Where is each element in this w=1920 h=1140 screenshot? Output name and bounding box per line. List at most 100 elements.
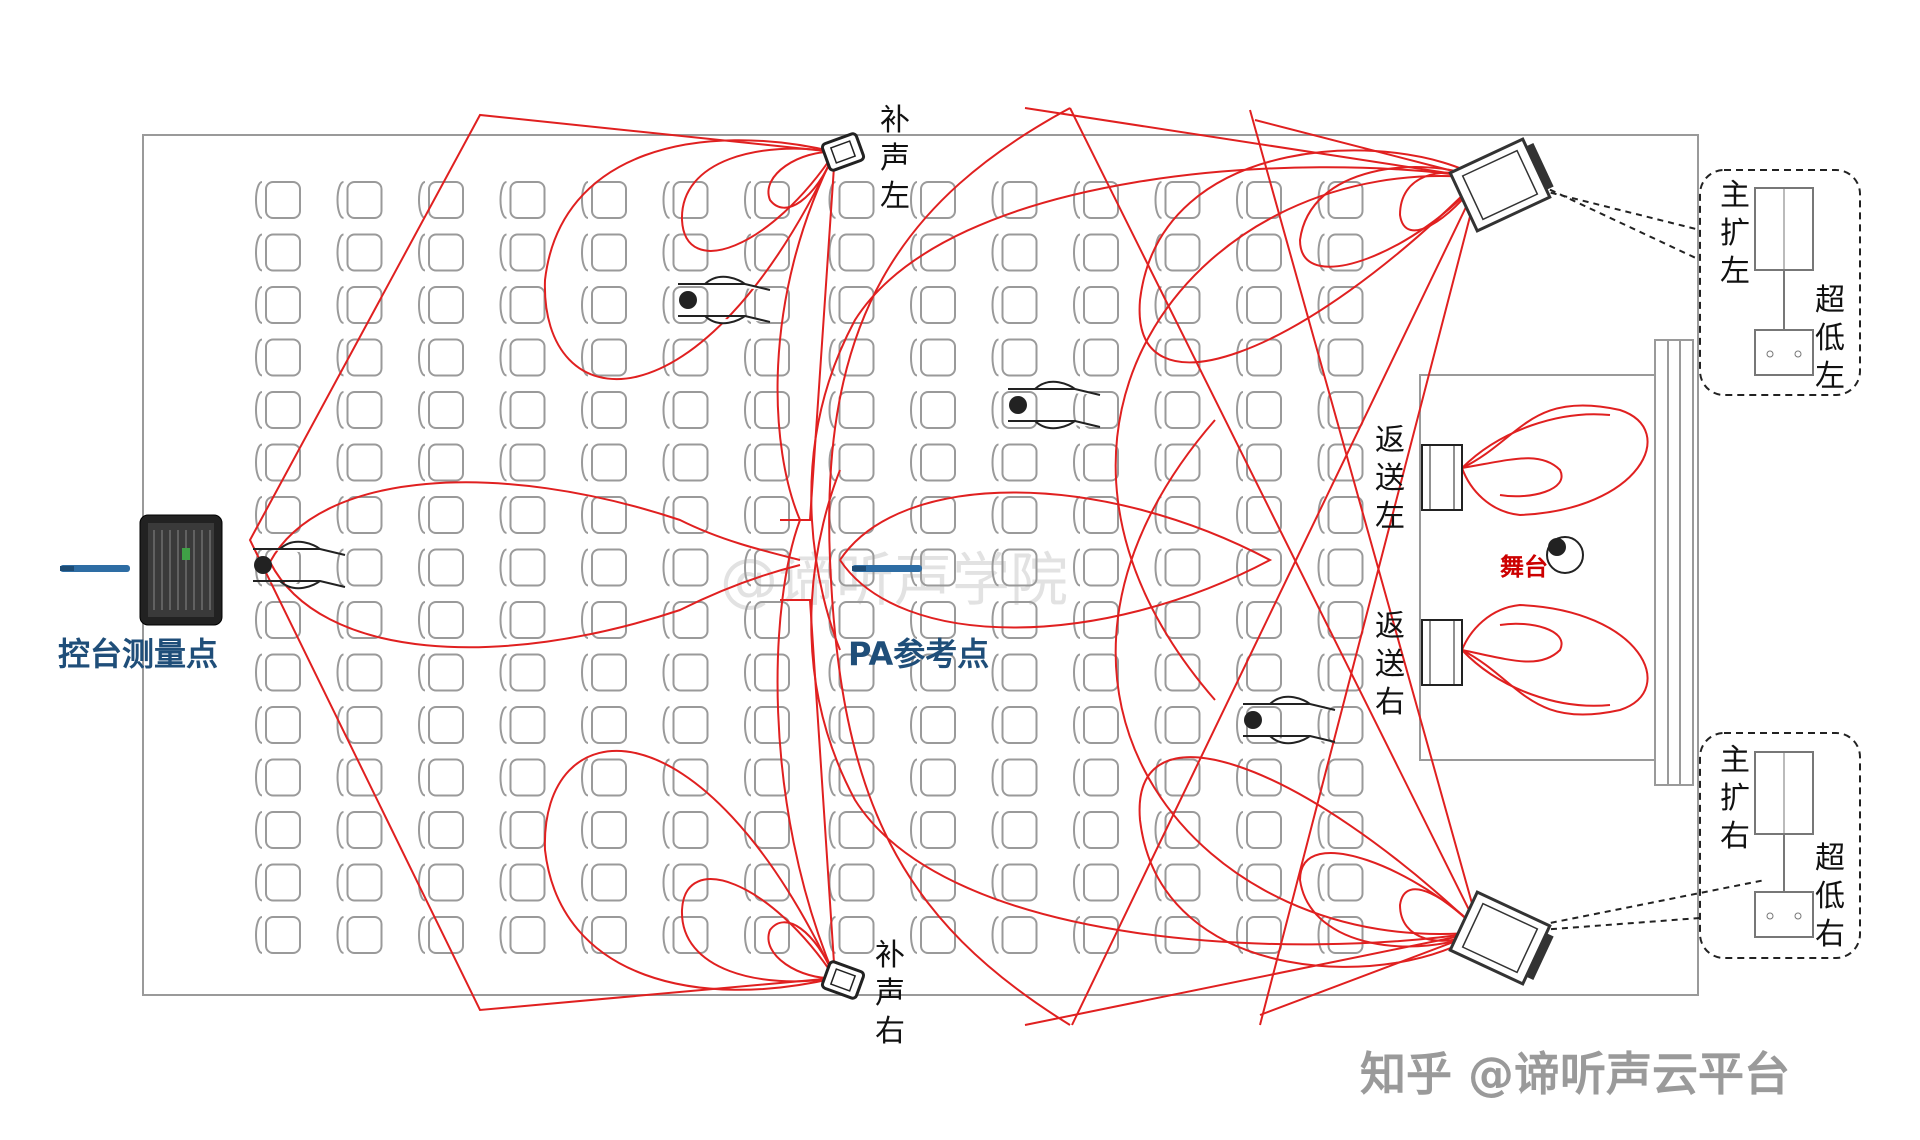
seat-icon <box>255 758 301 797</box>
seat-icon <box>255 286 301 324</box>
seat-icon <box>255 863 301 902</box>
seat-icon <box>991 916 1038 954</box>
rack-left <box>1699 169 1861 396</box>
seat-icon <box>499 286 546 324</box>
seat-icon <box>1073 181 1119 219</box>
seat-icon <box>828 338 875 377</box>
seat-icon <box>418 391 464 429</box>
seat-icon <box>1154 653 1201 692</box>
seat-icon <box>744 496 790 534</box>
seat-icon <box>662 916 709 954</box>
seat-icon <box>581 181 627 219</box>
sub-right-label: 超低右 <box>1815 841 1845 952</box>
seat-icon <box>1317 233 1364 272</box>
monitor-left-label: 返送左 <box>1375 423 1405 534</box>
seat-icon <box>1317 496 1364 534</box>
seat-icon <box>336 653 383 692</box>
people-group <box>253 275 1585 745</box>
seat-icon <box>418 706 464 744</box>
mixing-console-icon <box>139 514 223 626</box>
seat-icon <box>744 706 790 744</box>
seat-icon <box>1236 758 1282 797</box>
seat-icon <box>581 916 627 954</box>
seat-icon <box>744 181 790 219</box>
seat-icon <box>991 233 1038 272</box>
seat-icon <box>255 338 301 377</box>
seat-icon <box>991 496 1038 534</box>
seat-icon <box>1236 653 1282 692</box>
seat-icon <box>499 706 546 744</box>
fill-speaker-left-icon <box>820 132 866 172</box>
measurement-mic-icon <box>60 565 130 572</box>
seat-icon <box>336 286 383 324</box>
seat-icon <box>1073 443 1119 482</box>
seat-icon <box>418 916 464 954</box>
seat-icon <box>499 653 546 692</box>
person-icon <box>678 275 771 325</box>
fill-right-label-char: 补 <box>875 938 905 973</box>
seat-icon <box>418 601 464 639</box>
seat-icon <box>910 338 956 377</box>
main-speaker-right-icon <box>1448 890 1554 986</box>
sub-right-label-char: 超 <box>1815 841 1845 876</box>
seat-icon <box>581 548 627 587</box>
seat-icon <box>828 181 875 219</box>
seat-icon <box>828 706 875 744</box>
seat-icon <box>499 601 546 639</box>
seat-icon <box>336 548 383 587</box>
seat-icon <box>662 181 709 219</box>
seat-icon <box>910 181 956 219</box>
seat-icon <box>828 916 875 954</box>
seat-icon <box>744 863 790 902</box>
main-right-label-char: 右 <box>1720 819 1750 854</box>
seat-icon <box>991 653 1038 692</box>
sub-left-label-char: 左 <box>1815 359 1845 394</box>
seat-icon <box>1073 496 1119 534</box>
fill-left-label-char: 左 <box>880 179 910 214</box>
seat-icon <box>255 916 301 954</box>
seat-icon <box>418 338 464 377</box>
main-right-label-char: 扩 <box>1720 781 1750 816</box>
seat-icon <box>1073 286 1119 324</box>
seat-icon <box>581 811 627 849</box>
seat-icon <box>828 443 875 482</box>
seat-icon <box>744 653 790 692</box>
seat-icon <box>581 863 627 902</box>
rack-right <box>1699 732 1861 959</box>
seat-icon <box>662 548 709 587</box>
seat-icon <box>662 496 709 534</box>
seat-icon <box>1236 548 1282 587</box>
main-left-label: 主扩左 <box>1720 178 1750 289</box>
monitor-right-icon <box>1421 619 1463 686</box>
monitor-left-label-char: 左 <box>1375 499 1405 534</box>
seat-icon <box>1154 706 1201 744</box>
seat-icon <box>662 443 709 482</box>
seat-icon <box>1317 338 1364 377</box>
seat-icon <box>581 496 627 534</box>
seat-icon <box>662 706 709 744</box>
fill-left-label: 补声左 <box>880 103 910 214</box>
seat-icon <box>662 811 709 849</box>
monitor-left-label-char: 返 <box>1375 423 1405 458</box>
main-left-label-char: 左 <box>1720 254 1750 289</box>
seat-icon <box>828 496 875 534</box>
seat-icon <box>991 811 1038 849</box>
seat-icon <box>499 916 546 954</box>
seat-icon <box>1236 601 1282 639</box>
sub-right-label-char: 低 <box>1815 879 1845 914</box>
seat-icon <box>1317 286 1364 324</box>
seat-icon <box>418 443 464 482</box>
sub-left-label-char: 超 <box>1815 283 1845 318</box>
seat-icon <box>418 758 464 797</box>
seat-icon <box>1236 181 1282 219</box>
seat-icon <box>1317 811 1364 849</box>
credit-watermark: 知乎 @谛听声云平台 <box>1360 1047 1790 1101</box>
seat-icon <box>255 391 301 429</box>
seat-icon <box>1317 653 1364 692</box>
main-left-label-char: 主 <box>1720 178 1750 213</box>
seat-icon <box>1154 391 1201 429</box>
seat-icon <box>255 496 301 534</box>
seat-icon <box>418 286 464 324</box>
seat-icon <box>1073 653 1119 692</box>
